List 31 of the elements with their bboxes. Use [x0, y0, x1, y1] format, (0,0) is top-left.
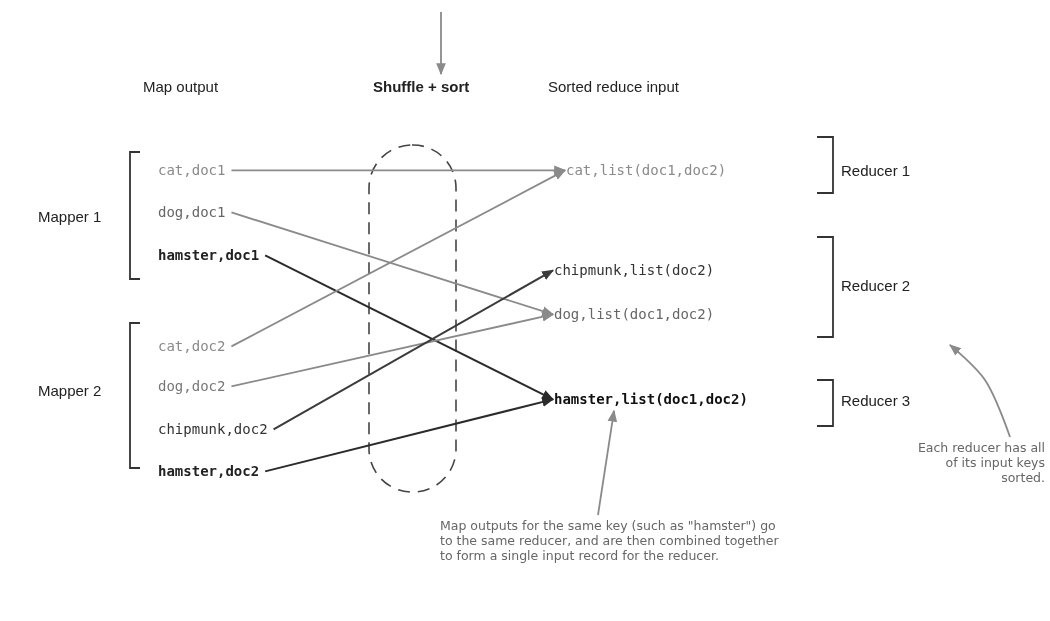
key-value-pair: dog,doc1 — [158, 204, 226, 221]
arrow — [264, 397, 555, 473]
arrow — [230, 165, 567, 176]
label: Map output — [143, 78, 219, 96]
key-value-pair: hamster,list(doc1,doc2) — [554, 391, 748, 408]
column-heading: Shuffle + sort — [373, 78, 470, 96]
leader-arrow — [597, 409, 618, 516]
arrow — [230, 312, 555, 388]
leader-arrow — [436, 11, 446, 76]
label: Reducer 1 — [841, 162, 911, 180]
arrow — [272, 269, 555, 431]
arrow — [230, 211, 555, 316]
label: Sorted reduce input — [548, 78, 679, 96]
key-value-pair: dog,list(doc1,doc2) — [554, 306, 715, 323]
leader-arrow — [949, 344, 1011, 438]
key-value-pair: hamster,doc1 — [158, 247, 260, 264]
arrow — [264, 254, 555, 401]
key-value-pair: cat,list(doc1,doc2) — [566, 162, 727, 179]
annotation-note: Map outputs for the same key (such as "hamster") go to the same reducer, and are then combined together to form a single input record for the reducer. — [440, 518, 780, 563]
key-value-pair: hamster,doc2 — [158, 463, 260, 480]
arrow — [230, 169, 567, 348]
annotation-note: Each reducer has all of its input keys sorted. — [905, 440, 1045, 485]
label: Mapper 1 — [38, 208, 102, 226]
key-value-pair: cat,doc1 — [158, 162, 226, 179]
key-value-pair: chipmunk,doc2 — [158, 421, 268, 438]
label: Mapper 2 — [38, 382, 102, 400]
key-value-pair: dog,doc2 — [158, 378, 226, 395]
label: Reducer 3 — [841, 392, 911, 410]
key-value-pair: chipmunk,list(doc2) — [554, 262, 715, 279]
key-value-pair: cat,doc2 — [158, 338, 226, 355]
label: Reducer 2 — [841, 277, 911, 295]
